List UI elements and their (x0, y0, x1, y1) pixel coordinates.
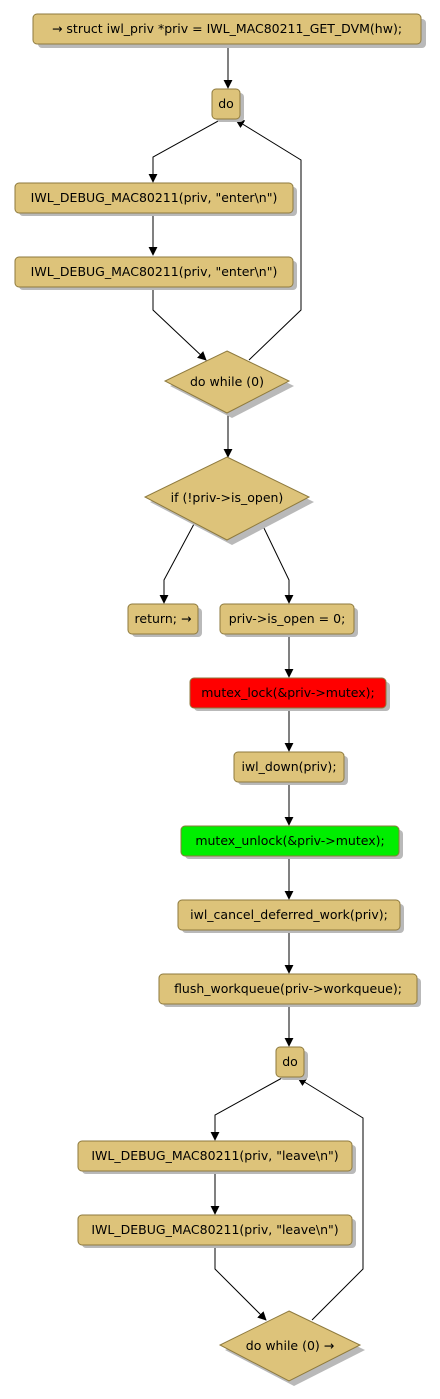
node-debug-leave-1-label: IWL_DEBUG_MAC80211(priv, "leave\n") (91, 1148, 338, 1163)
node-flush-wq: flush_workqueue(priv->workqueue); (158, 973, 421, 1007)
node-debug-leave-2-label: IWL_DEBUG_MAC80211(priv, "leave\n") (91, 1222, 338, 1237)
node-mutex-lock: mutex_lock(&priv->mutex); (189, 677, 390, 711)
node-cancel-work-label: iwl_cancel_deferred_work(priv); (190, 907, 388, 922)
node-mutex-unlock-label: mutex_unlock(&priv->mutex); (195, 833, 384, 848)
node-debug-enter-2: IWL_DEBUG_MAC80211(priv, "enter\n") (14, 256, 297, 290)
edge-leave2-to-dowhile2 (214, 1246, 267, 1321)
node-start-label: → struct iwl_priv *priv = IWL_MAC80211_G… (52, 21, 402, 36)
node-start: → struct iwl_priv *priv = IWL_MAC80211_G… (32, 13, 426, 48)
edges (148, 44, 364, 1321)
node-if-not-open-label: if (!priv->is_open) (171, 490, 284, 505)
edge-dowhile-loop-back (235, 119, 302, 361)
node-return-label: return; → (135, 611, 192, 626)
node-do-while-2: do while (0) → (218, 1310, 365, 1386)
node-debug-enter-1-label: IWL_DEBUG_MAC80211(priv, "enter\n") (31, 190, 278, 205)
nodes: → struct iwl_priv *priv = IWL_MAC80211_G… (14, 13, 426, 1386)
node-do-1-label: do (218, 96, 234, 111)
node-debug-enter-1: IWL_DEBUG_MAC80211(priv, "enter\n") (14, 182, 297, 216)
edge-do2-to-leave1 (210, 1077, 283, 1141)
node-iwl-down: iwl_down(priv); (233, 751, 348, 785)
node-iwl-down-label: iwl_down(priv); (241, 759, 336, 774)
edge-if-to-setopen (261, 523, 294, 604)
node-do-2-label: do (282, 1054, 298, 1069)
node-set-is-open: priv->is_open = 0; (219, 603, 358, 637)
node-debug-enter-2-label: IWL_DEBUG_MAC80211(priv, "enter\n") (31, 264, 278, 279)
edge-enter2-to-dowhile (152, 287, 207, 361)
node-do-2: do (275, 1046, 308, 1080)
edge-do-to-enter1 (148, 119, 221, 183)
edge-if-to-return (159, 523, 195, 604)
node-if-not-open: if (!priv->is_open) (143, 456, 314, 545)
node-mutex-lock-label: mutex_lock(&priv->mutex); (201, 685, 375, 700)
node-set-is-open-label: priv->is_open = 0; (229, 611, 346, 626)
node-debug-leave-1: IWL_DEBUG_MAC80211(priv, "leave\n") (77, 1140, 356, 1174)
node-do-while-2-label: do while (0) → (246, 1338, 334, 1353)
node-return: return; → (127, 603, 202, 637)
node-flush-wq-label: flush_workqueue(priv->workqueue); (174, 981, 402, 996)
node-do-while-1: do while (0) (163, 350, 294, 418)
edge-dowhile2-loop-back (297, 1077, 364, 1321)
node-debug-leave-2: IWL_DEBUG_MAC80211(priv, "leave\n") (77, 1214, 356, 1248)
node-cancel-work: iwl_cancel_deferred_work(priv); (177, 899, 404, 933)
node-mutex-unlock: mutex_unlock(&priv->mutex); (180, 825, 403, 859)
node-do-1: do (211, 88, 244, 122)
node-do-while-1-label: do while (0) (190, 374, 264, 389)
